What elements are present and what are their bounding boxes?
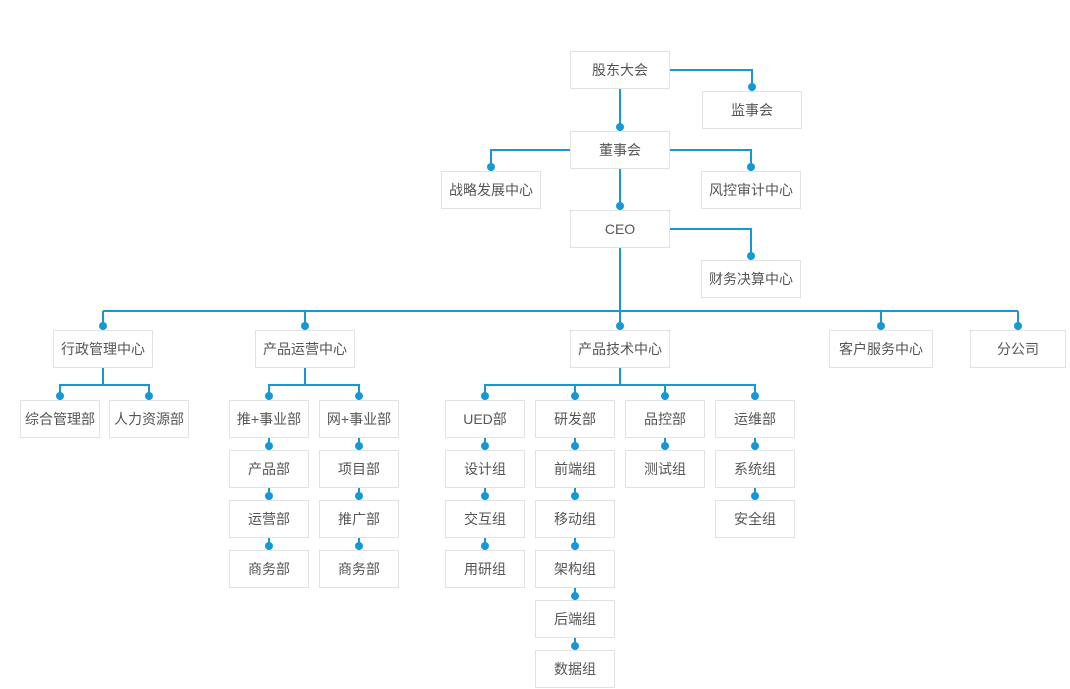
org-node-ops-maintenance-dept[interactable]: 运维部: [715, 400, 795, 438]
connector-dot: [571, 492, 579, 500]
org-node-security-group[interactable]: 安全组: [715, 500, 795, 538]
org-node-general-admin-dept[interactable]: 综合管理部: [20, 400, 100, 438]
connector-dot: [481, 542, 489, 550]
connector-line: [484, 384, 756, 400]
connector-dot: [571, 392, 579, 400]
connector-dot: [751, 392, 759, 400]
connector-line: [670, 69, 753, 91]
org-node-testing-group[interactable]: 测试组: [625, 450, 705, 488]
connector-dot: [355, 442, 363, 450]
org-node-branch-company[interactable]: 分公司: [970, 330, 1066, 368]
connector-dot: [616, 123, 624, 131]
connector-line: [490, 149, 570, 171]
org-node-qc-dept[interactable]: 品控部: [625, 400, 705, 438]
org-node-tui-business-dept[interactable]: 推+事业部: [229, 400, 309, 438]
org-node-project-dept[interactable]: 项目部: [319, 450, 399, 488]
connector-line: [59, 384, 150, 400]
connector-dot: [99, 322, 107, 330]
connector-dot: [571, 642, 579, 650]
org-node-ued-dept[interactable]: UED部: [445, 400, 525, 438]
connector-line: [670, 228, 752, 260]
connector-dot: [571, 442, 579, 450]
connector-dot: [661, 442, 669, 450]
org-node-business-dept-2[interactable]: 商务部: [319, 550, 399, 588]
connector-line: [268, 384, 360, 400]
org-node-supervisory-board[interactable]: 监事会: [702, 91, 802, 129]
connector-dot: [265, 442, 273, 450]
connector-dot: [751, 442, 759, 450]
org-node-user-research-group[interactable]: 用研组: [445, 550, 525, 588]
org-node-architecture-group[interactable]: 架构组: [535, 550, 615, 588]
org-node-data-group[interactable]: 数据组: [535, 650, 615, 688]
connector-dot: [265, 542, 273, 550]
org-node-customer-service-center[interactable]: 客户服务中心: [829, 330, 933, 368]
connector-dot: [481, 442, 489, 450]
connector-dot: [56, 392, 64, 400]
connector-dot: [616, 202, 624, 210]
org-node-mobile-group[interactable]: 移动组: [535, 500, 615, 538]
connector-dot: [355, 392, 363, 400]
connector-dot: [1014, 322, 1022, 330]
connector-dot: [748, 83, 756, 91]
org-node-backend-group[interactable]: 后端组: [535, 600, 615, 638]
connector-dot: [571, 592, 579, 600]
connector-line: [670, 149, 752, 171]
connector-dot: [661, 392, 669, 400]
connector-dot: [616, 322, 624, 330]
connector-dot: [877, 322, 885, 330]
org-node-finance-center[interactable]: 财务决算中心: [701, 260, 801, 298]
org-node-hr-dept[interactable]: 人力资源部: [109, 400, 189, 438]
connector-dot: [265, 392, 273, 400]
org-node-design-group[interactable]: 设计组: [445, 450, 525, 488]
connector-dot: [487, 163, 495, 171]
org-node-product-ops-center[interactable]: 产品运营中心: [255, 330, 355, 368]
connector-dot: [301, 322, 309, 330]
connector-dot: [481, 392, 489, 400]
org-node-system-group[interactable]: 系统组: [715, 450, 795, 488]
org-node-shareholders-meeting[interactable]: 股东大会: [570, 51, 670, 89]
connector-dot: [747, 252, 755, 260]
org-node-business-dept-1[interactable]: 商务部: [229, 550, 309, 588]
org-node-wang-business-dept[interactable]: 网+事业部: [319, 400, 399, 438]
connector-dot: [751, 492, 759, 500]
connector-dot: [265, 492, 273, 500]
org-node-product-dept[interactable]: 产品部: [229, 450, 309, 488]
connector-dot: [355, 542, 363, 550]
connector-dot: [145, 392, 153, 400]
org-node-ceo[interactable]: CEO: [570, 210, 670, 248]
org-node-risk-audit-center[interactable]: 风控审计中心: [701, 171, 801, 209]
connector-dot: [747, 163, 755, 171]
org-node-admin-center[interactable]: 行政管理中心: [53, 330, 153, 368]
org-node-rd-dept[interactable]: 研发部: [535, 400, 615, 438]
connector-dot: [355, 492, 363, 500]
connector-dot: [481, 492, 489, 500]
org-node-interaction-group[interactable]: 交互组: [445, 500, 525, 538]
connector-dot: [571, 542, 579, 550]
org-node-promotion-dept[interactable]: 推广部: [319, 500, 399, 538]
org-node-board-of-directors[interactable]: 董事会: [570, 131, 670, 169]
org-node-operations-dept[interactable]: 运营部: [229, 500, 309, 538]
org-node-frontend-group[interactable]: 前端组: [535, 450, 615, 488]
org-node-strategy-center[interactable]: 战略发展中心: [441, 171, 541, 209]
org-node-product-tech-center[interactable]: 产品技术中心: [570, 330, 670, 368]
